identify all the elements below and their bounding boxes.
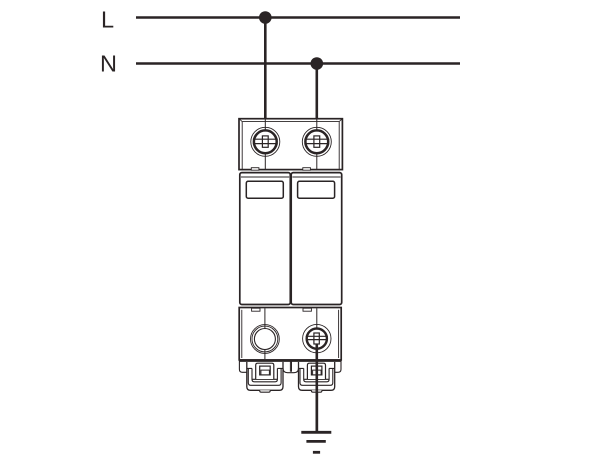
- svg-text:L: L: [101, 7, 114, 33]
- svg-text:N: N: [100, 51, 117, 77]
